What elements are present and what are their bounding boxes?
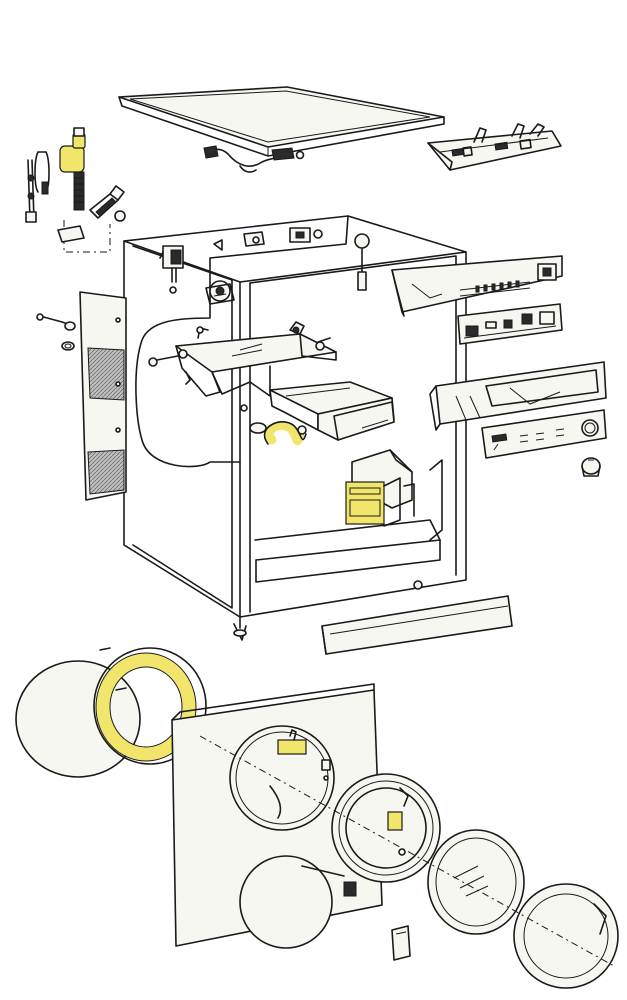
top-lid [118, 86, 445, 157]
kickplate [321, 595, 513, 655]
control-panel-rear-frame [391, 255, 563, 317]
programmer-control-unit [427, 123, 562, 171]
door-gasket [15, 647, 207, 778]
heating-element-assembly [345, 449, 415, 527]
inlet-valve-body-highlighted [59, 145, 85, 173]
door-interlock-highlighted [277, 739, 307, 755]
heater-module-highlighted [345, 481, 385, 525]
door-outer-frame [513, 883, 619, 989]
front-panel [171, 683, 383, 949]
selector-knob [581, 457, 601, 477]
cabinet-top-fittings [159, 227, 370, 294]
control-console [429, 361, 607, 431]
water-inlet-valves [25, 127, 126, 253]
door-hinge-highlighted [387, 811, 403, 831]
rear-panel [36, 291, 127, 501]
electronic-control-board [457, 303, 563, 345]
door-inner-frame [331, 773, 441, 883]
detergent-drawer [269, 381, 395, 441]
dispenser-hose [249, 421, 307, 446]
pressure-switch [205, 280, 235, 305]
assembly-axis-line [199, 735, 615, 967]
control-fascia [481, 409, 607, 459]
door-glass [427, 829, 525, 935]
door-handle-latch [391, 925, 411, 961]
detergent-dispenser [148, 321, 337, 412]
wiring-harness [203, 145, 305, 173]
